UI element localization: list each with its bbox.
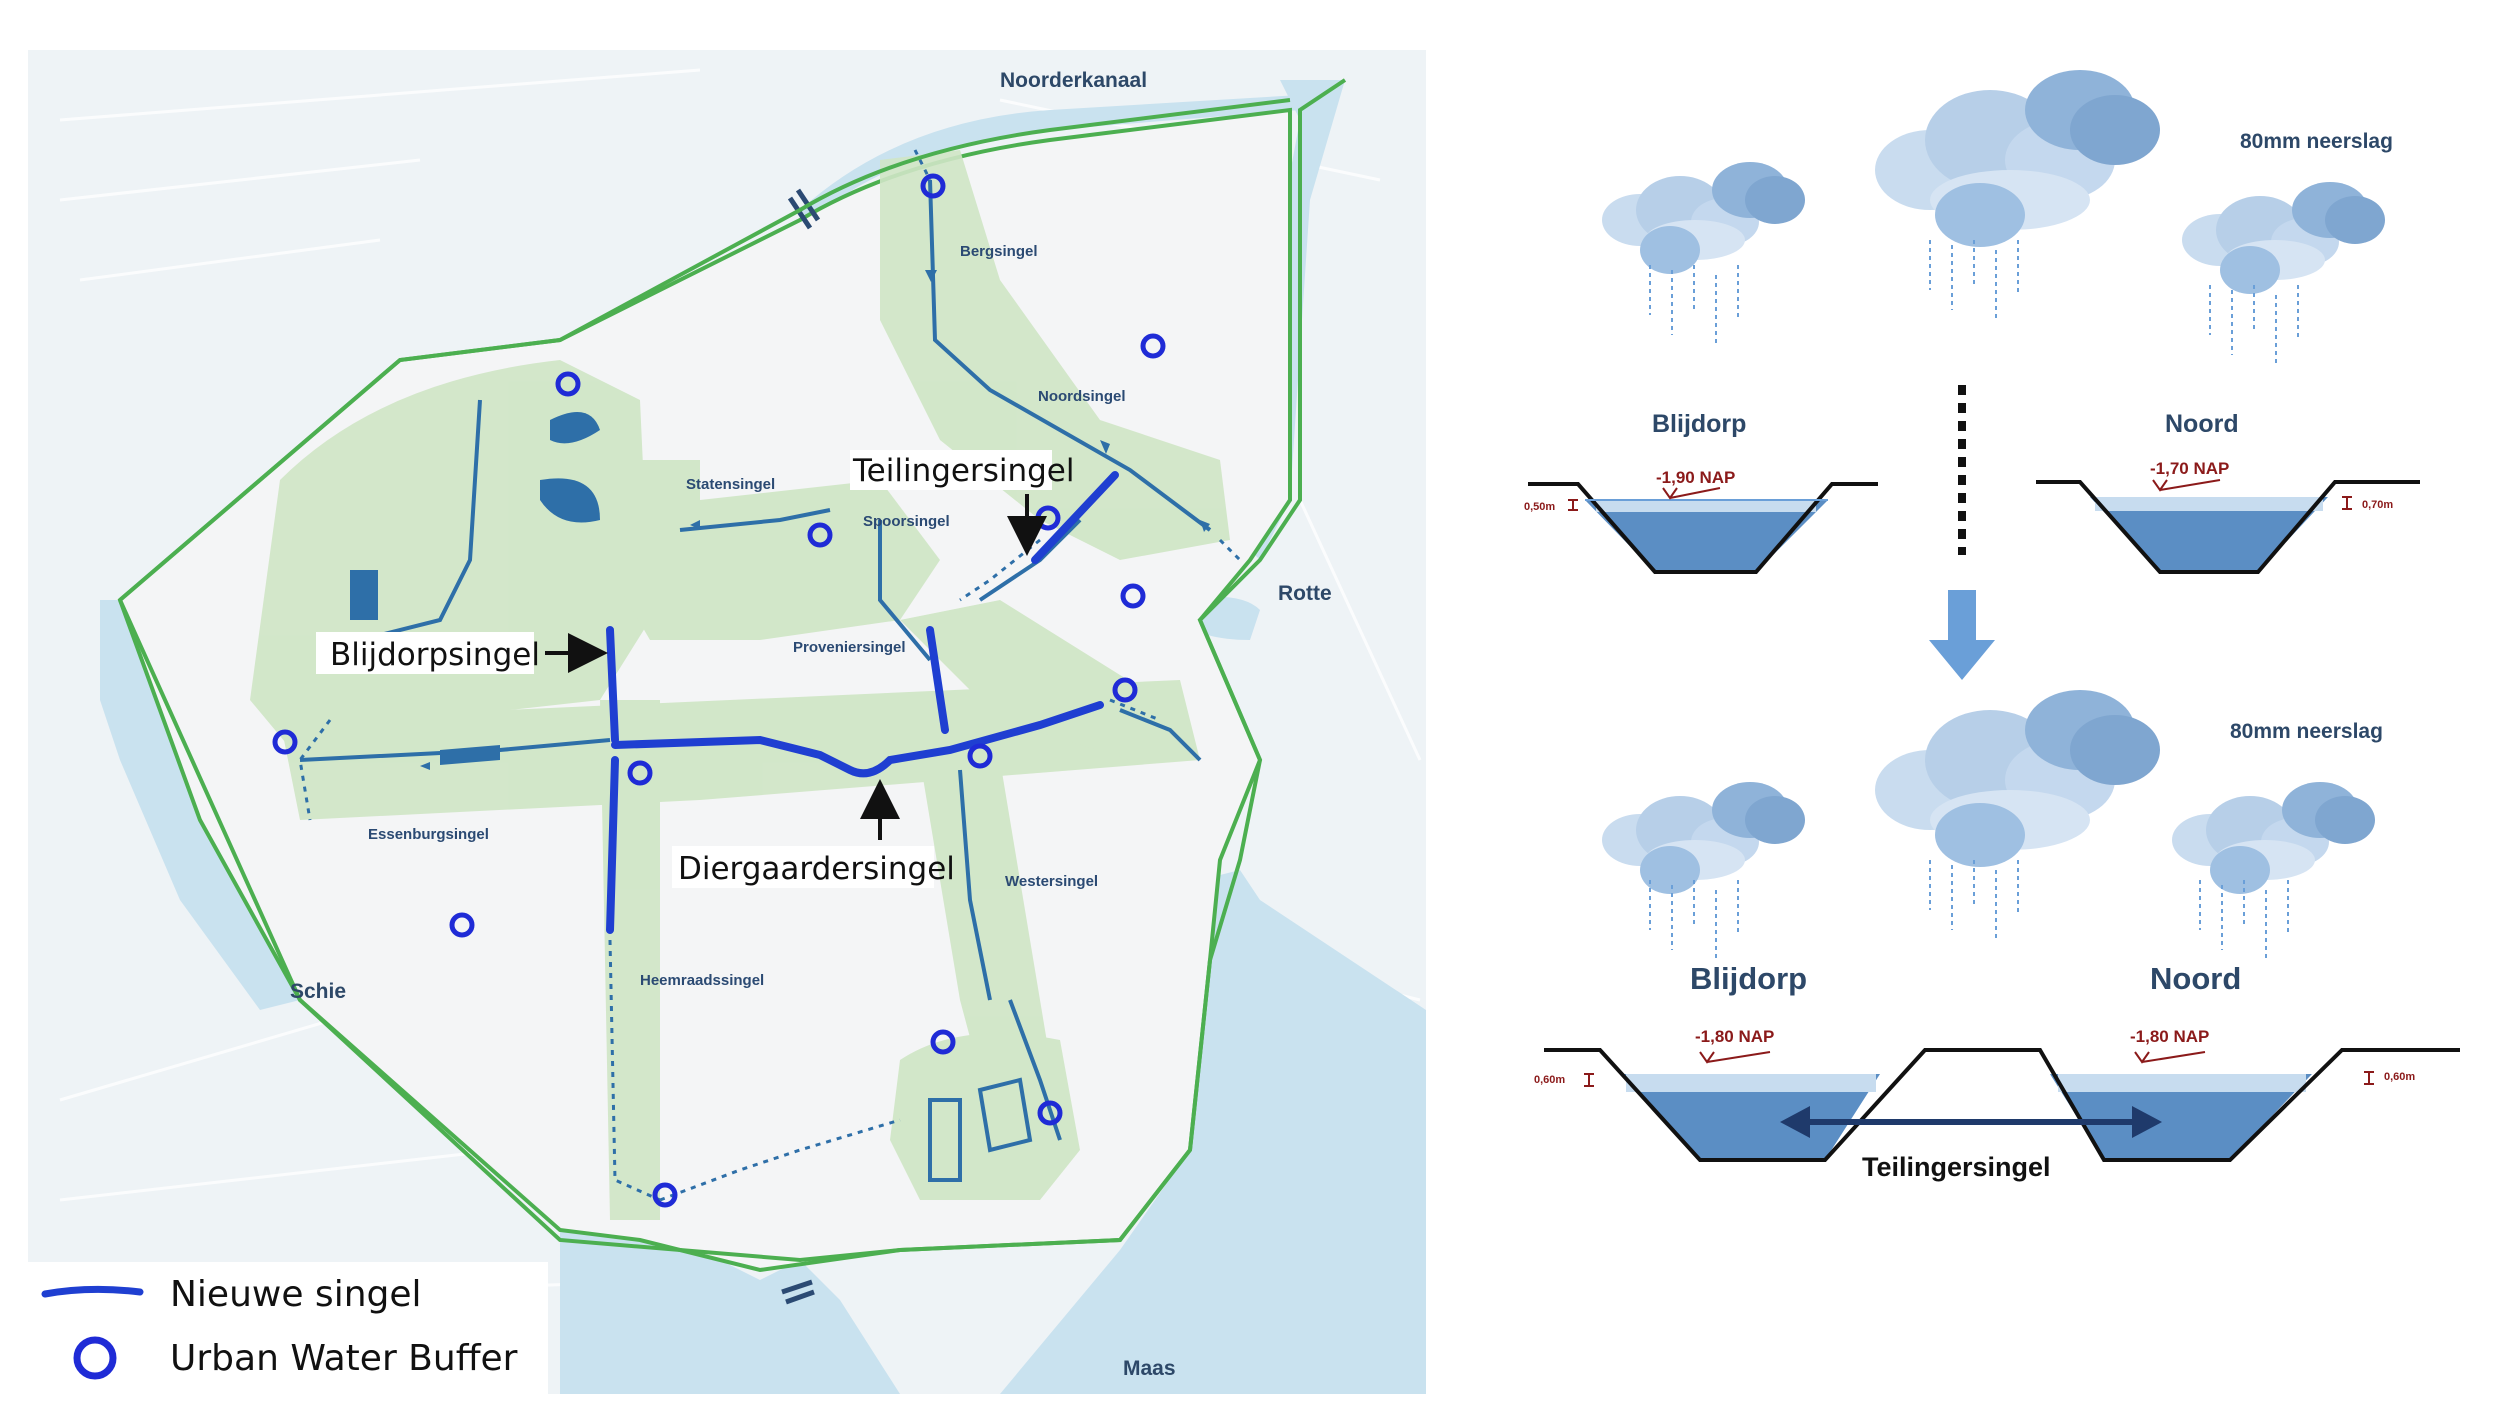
new-canal-proveniersingel bbox=[926, 626, 949, 734]
callout-teilingersingel: Teilingersingel bbox=[852, 453, 1075, 489]
water-buffer bbox=[807, 522, 833, 548]
water-buffer bbox=[967, 743, 993, 769]
before-left-level: -1,90 NAP bbox=[1656, 468, 1735, 487]
after-connected-section: -1,80 NAP -1,80 NAP 0,60m 0,60m Teilinge… bbox=[1534, 1027, 2460, 1182]
scenario-before: 80mm neerslag Blijdorp Noord -1,90 NAP 0… bbox=[1524, 70, 2420, 574]
label-essenburgsingel: Essenburgsingel bbox=[368, 826, 489, 843]
water-buffer bbox=[555, 371, 581, 397]
new-canals bbox=[606, 471, 1119, 934]
label-schie: Schie bbox=[290, 980, 346, 1003]
scenario-after: 80mm neerslag Blijdorp Noord -1,80 NAP -… bbox=[1534, 690, 2460, 1182]
before-left-section: -1,90 NAP 0,50m bbox=[1524, 468, 1878, 574]
water-buffer bbox=[652, 1182, 678, 1208]
after-left-title: Blijdorp bbox=[1690, 961, 1807, 996]
park-waterways bbox=[350, 412, 1033, 1182]
water-buffer bbox=[930, 1029, 956, 1055]
water-buffer bbox=[1120, 583, 1146, 609]
label-noordsingel: Noordsingel bbox=[1038, 388, 1126, 405]
map-panel: Noorderkanaal Rotte Schie Maas Bergsinge… bbox=[28, 50, 1426, 1394]
legend-background bbox=[28, 1262, 548, 1394]
water-buffer bbox=[1037, 1100, 1063, 1126]
before-right-section: -1,70 NAP 0,70m bbox=[2036, 459, 2420, 574]
before-left-title: Blijdorp bbox=[1652, 410, 1746, 438]
label-proveniersingel: Proveniersingel bbox=[793, 639, 906, 656]
label-spoorsingel: Spoorsingel bbox=[863, 513, 950, 530]
before-right-level: -1,70 NAP bbox=[2150, 459, 2229, 478]
water-buffer bbox=[1140, 333, 1166, 359]
new-canal-diergaardersingel bbox=[611, 701, 1104, 778]
water-buffers bbox=[272, 173, 1166, 1208]
legend-new-canal-label: Nieuwe singel bbox=[170, 1274, 422, 1315]
before-left-depth: 0,50m bbox=[1524, 501, 1555, 513]
water-buffer bbox=[1112, 677, 1138, 703]
new-canal-blijdorpsingel bbox=[606, 626, 619, 744]
water-buffer bbox=[449, 912, 475, 938]
water-buffer bbox=[627, 760, 653, 786]
legend-buffer-label: Urban Water Buffer bbox=[170, 1338, 518, 1379]
label-noorderkanaal: Noorderkanaal bbox=[1000, 69, 1147, 92]
label-rotte: Rotte bbox=[1278, 582, 1332, 605]
dotted-waterways bbox=[298, 149, 1242, 1202]
legend: Nieuwe singel Urban Water Buffer bbox=[28, 1262, 548, 1394]
transition-arrow bbox=[1929, 590, 1995, 680]
after-left-depth: 0,60m bbox=[1534, 1074, 1565, 1086]
label-heemraadssingel: Heemraadssingel bbox=[640, 972, 764, 989]
after-right-title: Noord bbox=[2150, 961, 2241, 996]
before-right-depth: 0,70m bbox=[2362, 499, 2393, 511]
callout-blijdorpsingel: Blijdorpsingel bbox=[330, 637, 540, 673]
legend-new-canal-swatch bbox=[41, 1285, 144, 1298]
after-right-level: -1,80 NAP bbox=[2130, 1027, 2209, 1046]
after-rain-label: 80mm neerslag bbox=[2230, 720, 2383, 743]
flow-arrows bbox=[420, 270, 1210, 770]
legend-buffer-swatch bbox=[73, 1336, 117, 1380]
before-right-title: Noord bbox=[2165, 410, 2239, 438]
label-bergsingel: Bergsingel bbox=[960, 243, 1038, 260]
after-right-depth: 0,60m bbox=[2384, 1071, 2415, 1083]
diagram-panel: 80mm neerslag Blijdorp Noord -1,90 NAP 0… bbox=[1524, 70, 2460, 1182]
before-rain-label: 80mm neerslag bbox=[2240, 130, 2393, 153]
new-canal-teilingersingel bbox=[1031, 471, 1119, 564]
connection-arrow bbox=[1780, 1106, 2162, 1138]
after-left-level: -1,80 NAP bbox=[1695, 1027, 1774, 1046]
existing-canals bbox=[299, 179, 1212, 1141]
label-maas: Maas bbox=[1123, 1357, 1176, 1380]
label-westersingel: Westersingel bbox=[1005, 873, 1098, 890]
callout-diergaardersingel: Diergaardersingel bbox=[678, 851, 955, 887]
water-buffer bbox=[920, 173, 946, 199]
after-connection-label: Teilingersingel bbox=[1862, 1152, 2051, 1182]
water-buffer bbox=[272, 729, 298, 755]
label-statensingel: Statensingel bbox=[686, 476, 775, 493]
new-canal-heemraadssingel bbox=[606, 756, 619, 934]
district-boundary bbox=[118, 78, 1347, 1263]
